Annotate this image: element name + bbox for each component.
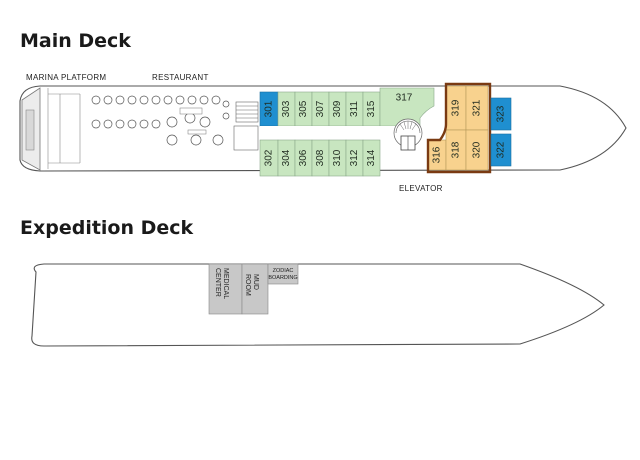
- cabin-number-307: 307: [315, 100, 326, 117]
- cabin-number-304: 304: [281, 149, 292, 166]
- cabin-number-309: 309: [332, 100, 343, 117]
- cabin-317: [379, 87, 435, 127]
- cabin-number-319: 319: [451, 99, 462, 116]
- cabin-number-322: 322: [496, 141, 507, 158]
- cabins-bottom-row: [259, 139, 381, 177]
- cabin-number-316: 316: [432, 146, 443, 163]
- cabin-320: [465, 129, 489, 171]
- cabin-number-320: 320: [472, 141, 483, 158]
- elevator-label: ELEVATOR: [399, 184, 443, 193]
- cabin-number-303: 303: [281, 100, 292, 117]
- expedition-deck-title: Expedition Deck: [20, 217, 194, 239]
- cabin-number-314: 314: [366, 149, 377, 166]
- cabin-number-305: 305: [298, 100, 309, 117]
- cabin-314: [362, 139, 381, 177]
- cabin-number-302: 302: [264, 149, 275, 166]
- medical-center-room: [208, 263, 243, 315]
- cabin-number-323: 323: [496, 105, 507, 122]
- stairs: [235, 101, 259, 123]
- suites-forward: [427, 85, 489, 171]
- cabin-number-321: 321: [472, 99, 483, 116]
- zodiac-boarding-room: [267, 263, 299, 285]
- elevator-icon: [393, 118, 423, 151]
- cabin-number-301: 301: [264, 100, 275, 117]
- suites-outline: [426, 82, 492, 174]
- cabin-number-306: 306: [298, 149, 309, 166]
- cabin-322: [490, 133, 512, 167]
- expedition-deck-hull: [31, 263, 605, 347]
- cabin-number-312: 312: [349, 149, 360, 166]
- marina-platform-label: MARINA PLATFORM: [26, 73, 107, 82]
- cabin-number-318: 318: [451, 141, 462, 158]
- cabin-number-315: 315: [366, 100, 377, 117]
- cabin-number-311: 311: [349, 101, 360, 117]
- cabin-number-317: 317: [396, 93, 413, 104]
- mud-room: [241, 263, 269, 315]
- medical-center-label: MEDICALCENTER: [214, 268, 229, 299]
- cabins-top-row: [259, 87, 435, 127]
- restaurant-label: RESTAURANT: [152, 73, 209, 82]
- cabin-number-310: 310: [332, 149, 343, 166]
- restaurant-tables: [91, 95, 230, 146]
- main-deck-title: Main Deck: [20, 30, 131, 52]
- cabin-323: [490, 97, 512, 131]
- cabin-number-308: 308: [315, 149, 326, 166]
- mud-room-label: MUDROOM: [244, 274, 259, 296]
